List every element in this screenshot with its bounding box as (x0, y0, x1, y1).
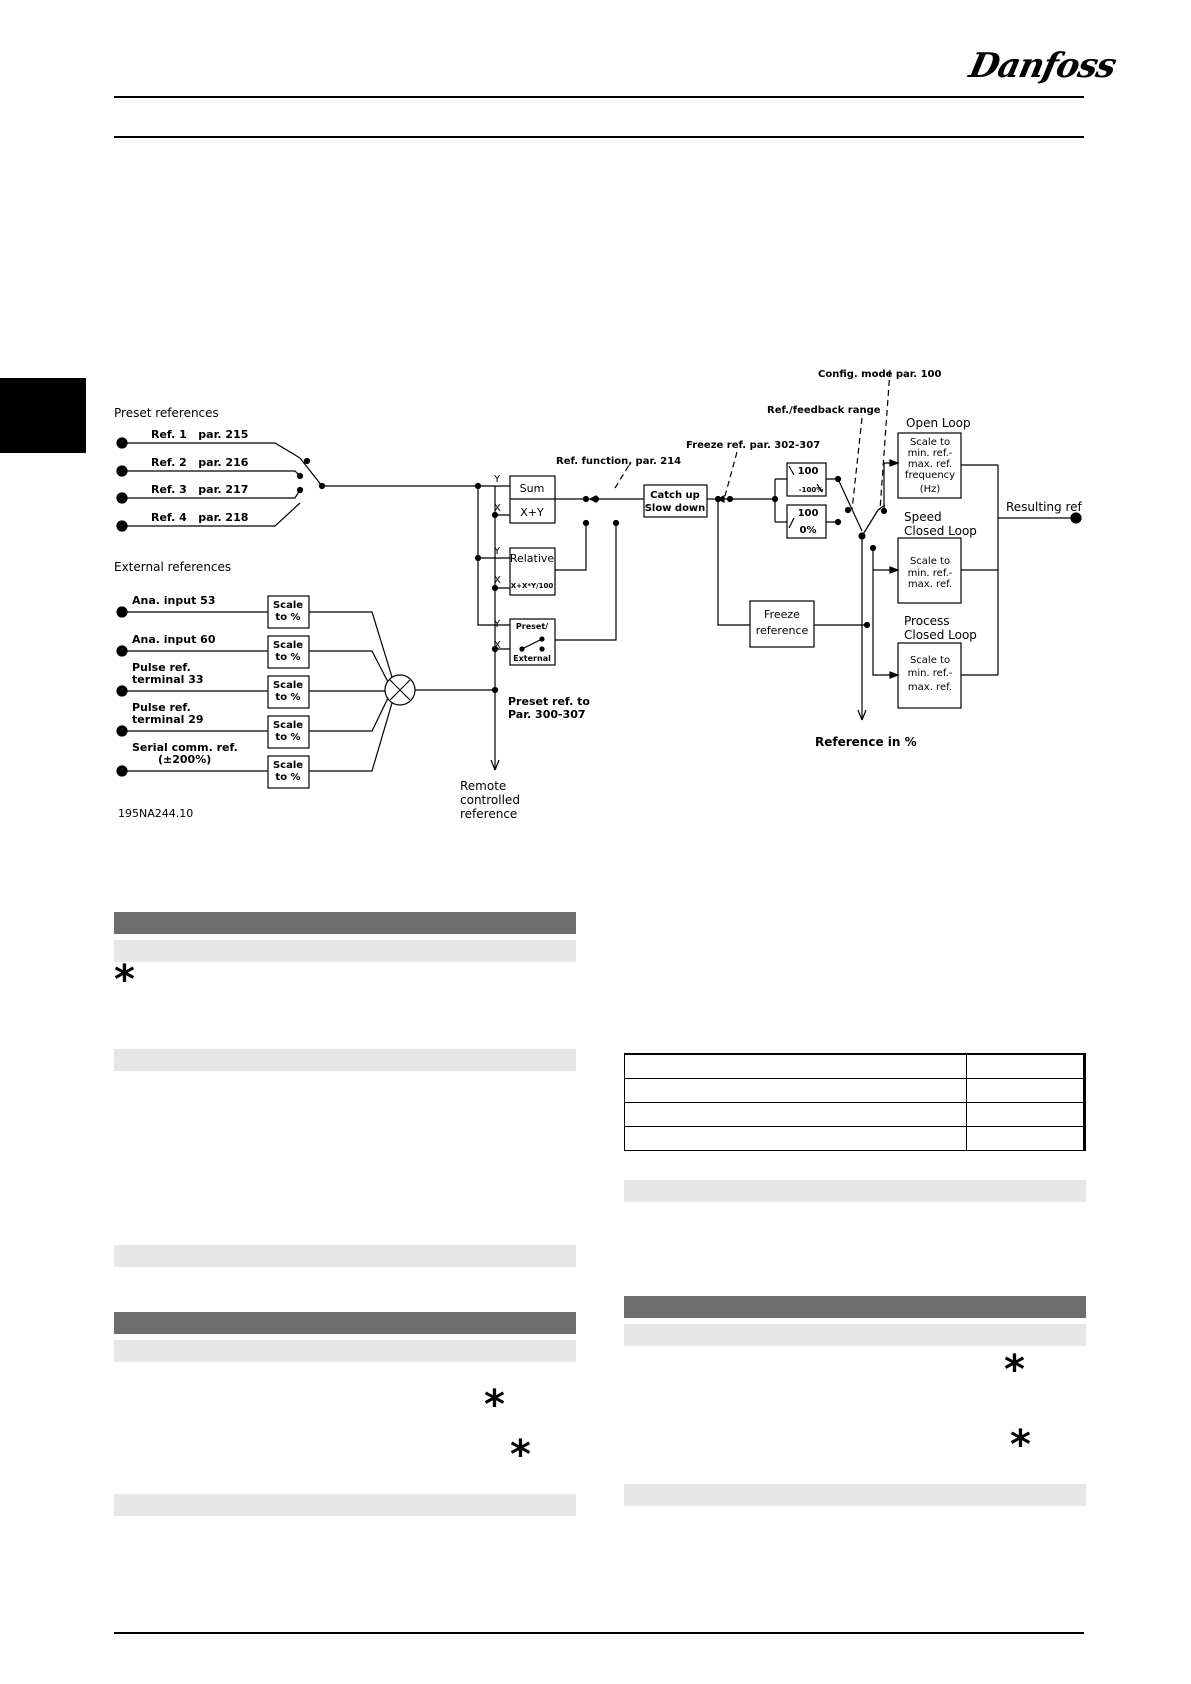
label-process-b: Closed Loop (904, 628, 977, 642)
label-pulse29-b: terminal 29 (132, 713, 204, 726)
label-ana53: Ana. input 53 (132, 594, 215, 607)
label-ref-feedback: Ref./feedback range (767, 405, 881, 416)
section-bar-3 (624, 1296, 1086, 1318)
table-row (624, 1078, 1086, 1103)
label-y-rel: Y (493, 546, 501, 557)
label-config-mode: Config. mode par. 100 (818, 369, 941, 380)
header-rule-bottom (114, 136, 1084, 138)
footer-rule (114, 1632, 1084, 1634)
chapter-tab (0, 378, 86, 453)
xplusy-label: X+Y (520, 506, 544, 519)
label-remote-a: Remote (460, 779, 506, 793)
label-x-sum: X (494, 503, 501, 514)
freeze-label-b: reference (756, 624, 809, 637)
label-remote-b: controlled (460, 793, 520, 807)
open-box-line5: (Hz) (920, 484, 941, 495)
label-freeze-ref-par: Freeze ref. par. 302-307 (686, 440, 820, 451)
relative-formula: X+X*Y/100 (511, 582, 554, 590)
param-bar-6 (624, 1180, 1086, 1202)
table-row (624, 1053, 1086, 1079)
label-y-sum: Y (493, 474, 501, 485)
label-ref4: Ref. 4 par. 218 (151, 511, 248, 524)
param-bar-2 (114, 1049, 576, 1071)
default-marker: * (484, 1382, 505, 1428)
param-bar-8 (624, 1484, 1086, 1506)
label-ref-function: Ref. function, par. 214 (556, 456, 681, 467)
label-pulse33-b: terminal 33 (132, 673, 204, 686)
section-bar-2 (114, 1312, 576, 1334)
scale-label: Scale (273, 680, 303, 691)
label-ref1: Ref. 1 par. 215 (151, 428, 248, 441)
label-x-rel: X (494, 575, 501, 586)
table-row (624, 1102, 1086, 1127)
param-bar-7 (624, 1324, 1086, 1346)
freeze-label-a: Freeze (764, 608, 800, 621)
section-bar-1 (114, 912, 576, 934)
open-box-line4: frequency (905, 470, 955, 481)
open-box-line2: min. ref.- (908, 448, 953, 459)
open-box-line3: max. ref. (908, 459, 952, 470)
label-preset-to-a: Preset ref. to (508, 695, 590, 708)
label-remote-c: reference (460, 807, 517, 821)
lim0-bottom: 0% (800, 525, 817, 536)
header-rule-top (114, 96, 1084, 98)
label-reference-pct: Reference in % (815, 735, 917, 749)
scale-label: Scale (273, 640, 303, 651)
label-open-loop: Open Loop (906, 416, 971, 430)
scale-label: Scale (273, 760, 303, 771)
catch-label-b: Slow down (645, 503, 706, 514)
label-serial-a: Serial comm. ref. (132, 741, 238, 754)
reference-handling-diagram: Preset references Ref. 1 par. 215 Ref. 2… (114, 369, 1083, 821)
label-speed-a: Speed (904, 510, 942, 524)
preset-ext-b: External (513, 654, 551, 663)
label-serial-b: (±200%) (158, 753, 211, 766)
label-preset-to-b: Par. 300-307 (508, 708, 586, 721)
process-box-line2: min. ref.- (908, 668, 953, 679)
label-speed-b: Closed Loop (904, 524, 977, 538)
label-ana60: Ana. input 60 (132, 633, 216, 646)
param-bar-4 (114, 1340, 576, 1362)
label-ref3: Ref. 3 par. 217 (151, 483, 248, 496)
open-box-line1: Scale to (910, 437, 950, 448)
default-marker: * (1004, 1347, 1025, 1393)
catch-label-a: Catch up (650, 490, 700, 501)
lim100-top: 100 (798, 466, 819, 477)
default-marker: * (114, 957, 135, 1003)
scale-label: to % (275, 692, 300, 703)
label-resulting-ref: Resulting ref (1006, 500, 1083, 514)
process-box-line1: Scale to (910, 655, 950, 666)
label-process-a: Process (904, 614, 950, 628)
lim100-bottom: -100% (799, 486, 824, 494)
label-ref2: Ref. 2 par. 216 (151, 456, 249, 469)
label-preset-references: Preset references (114, 406, 219, 420)
value-table (624, 1053, 1086, 1151)
param-bar-5 (114, 1494, 576, 1516)
scale-label: to % (275, 652, 300, 663)
speed-box-line1: Scale to (910, 556, 950, 567)
default-marker: * (510, 1432, 531, 1478)
table-row (624, 1126, 1086, 1151)
label-pulse33-a: Pulse ref. (132, 661, 191, 674)
param-bar-1 (114, 940, 576, 962)
scale-label: Scale (273, 720, 303, 731)
preset-ext-a: Preset/ (516, 622, 548, 631)
sum-label: Sum (520, 482, 545, 495)
label-x-preset: X (494, 640, 501, 651)
param-bar-3 (114, 1245, 576, 1267)
scale-label: to % (275, 732, 300, 743)
speed-box-line2: min. ref.- (908, 568, 953, 579)
label-pulse29-a: Pulse ref. (132, 701, 191, 714)
label-external-references: External references (114, 560, 231, 574)
label-drawing-code: 195NA244.10 (118, 807, 193, 820)
relative-label: Relative (510, 552, 555, 565)
process-box-line3: max. ref. (908, 682, 952, 693)
speed-box-line3: max. ref. (908, 579, 952, 590)
lim0-top: 100 (798, 508, 819, 519)
scale-label: Scale (273, 600, 303, 611)
default-marker: * (1010, 1422, 1031, 1468)
scale-label: to % (275, 612, 300, 623)
scale-label: to % (275, 772, 300, 783)
